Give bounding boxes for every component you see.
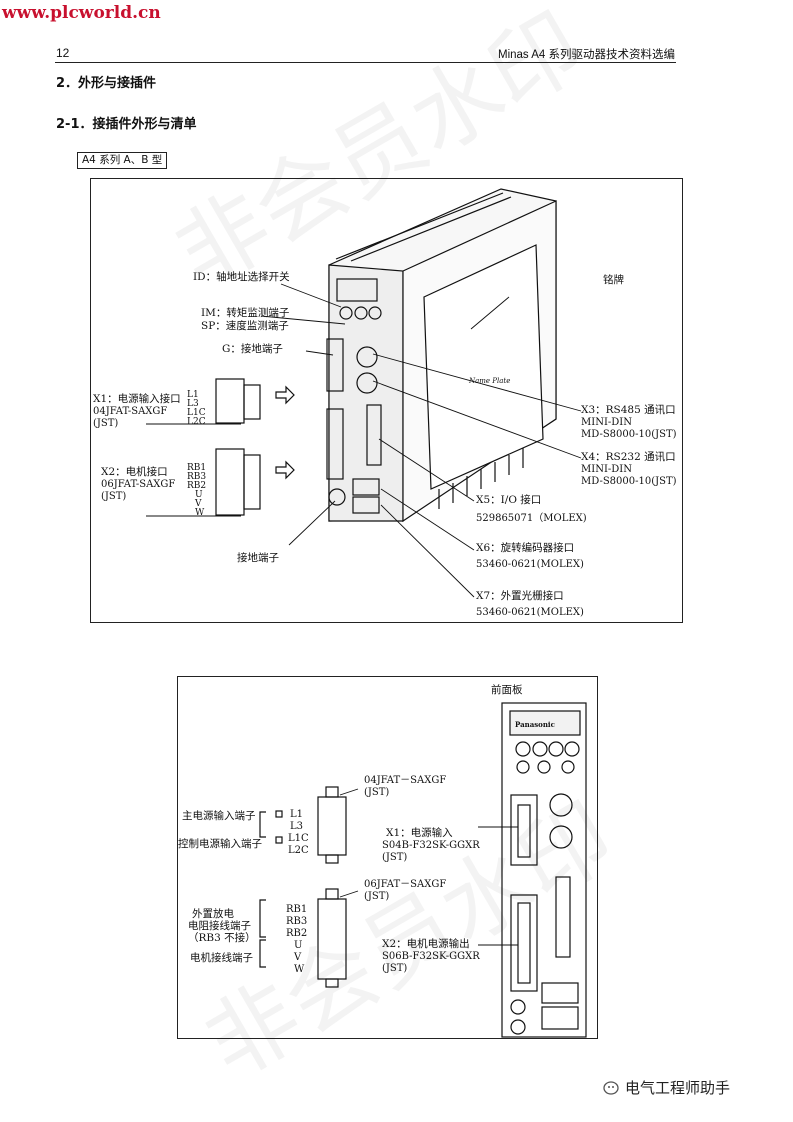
label-ground: 接地端子 <box>237 551 279 564</box>
label-motor: 电机接线端子 <box>190 951 253 964</box>
wechat-icon <box>603 1081 619 1095</box>
drive-overview-drawing: ID：轴地址选择开关 IM：转矩监测端子 SP：速度监测端子 G：接地端子 X1… <box>93 188 677 618</box>
figure-front-panel: 前面板 Panasonic 04JFAT－SAXGF (JST) 主电源输入端子… <box>177 676 598 1039</box>
label-x4-model: MD-S8000-10(JST) <box>581 476 677 487</box>
series-tag: A4 系列 A、B 型 <box>77 152 168 169</box>
label-x2-jst: (JST) <box>101 491 126 502</box>
label-im: IM：转矩监测端子 <box>201 306 289 319</box>
label-x3: X3：RS485 通讯口 <box>581 403 676 416</box>
x2-pin-4: U <box>195 490 203 500</box>
x2-pin-5: V <box>194 499 202 509</box>
c1-pin-4: L2C <box>288 845 309 856</box>
c2-pin-6: W <box>294 964 305 975</box>
label-x2-model: S06B-F32SK-GGXR <box>382 951 480 962</box>
site-url[interactable]: www.plcworld.cn <box>2 3 161 23</box>
label-nameplate: 铭牌 <box>603 273 624 286</box>
front-panel-body <box>501 702 587 1038</box>
label-c2-jst: (JST) <box>364 891 389 902</box>
page-number: 12 <box>56 46 70 60</box>
label-x1-jst: (JST) <box>382 852 407 863</box>
nameplate-inner-text: Name Plate <box>468 377 510 385</box>
label-x2: X2：电机电源输出 <box>382 937 470 950</box>
c1-pin-1: L1 <box>290 809 303 820</box>
label-x3-model: MD-S8000-10(JST) <box>581 429 677 440</box>
label-x2: X2：电机接口 <box>101 465 168 478</box>
footer-brand: 电气工程师助手 <box>625 1079 731 1097</box>
label-x4: X4：RS232 通讯口 <box>581 450 676 463</box>
c2-pin-2: RB3 <box>286 916 307 927</box>
header-rule <box>55 62 676 63</box>
c2-pin-4: U <box>294 940 302 951</box>
x2-pin-2: RB3 <box>187 472 206 482</box>
label-c2-model: 06JFAT－SAXGF <box>364 879 446 890</box>
c1-pin-2: L3 <box>290 821 303 832</box>
label-x1-model: 04JFAT-SAXGF <box>93 406 167 417</box>
label-x6-model: 53460-0621(MOLEX) <box>476 559 584 570</box>
subsection-heading: 2-1．接插件外形与清单 <box>56 117 197 132</box>
label-x5-model: 529865071（MOLEX) <box>476 512 587 524</box>
label-sp: SP：速度监测端子 <box>201 319 289 332</box>
c1-pin-3: L1C <box>288 833 309 844</box>
label-x5: X5：I/O 接口 <box>476 493 541 506</box>
label-x1: X1：电源输入 <box>386 826 453 839</box>
c2-pin-5: V <box>293 952 302 963</box>
label-x2-model: 06JFAT-SAXGF <box>101 479 175 490</box>
x1-pin-2: L3 <box>187 399 199 409</box>
label-x1-jst: (JST) <box>93 418 118 429</box>
label-x1: X1：电源输入接口 <box>93 392 181 405</box>
x1-pin-1: L1 <box>187 390 199 400</box>
label-x2-jst: (JST) <box>382 963 407 974</box>
label-x4-type: MINI-DIN <box>581 464 632 475</box>
label-regen-1: 外置放电 <box>192 907 234 920</box>
label-regen-2: 电阻接线端子 <box>188 919 251 932</box>
label-main-power: 主电源输入端子 <box>182 809 256 822</box>
label-x7-model: 53460-0621(MOLEX) <box>476 607 584 618</box>
label-x1-model: S04B-F32SK-GGXR <box>382 840 480 851</box>
x2-pin-1: RB1 <box>187 463 206 473</box>
x1-pin-4: L2C <box>187 417 206 427</box>
name-plate <box>423 244 544 490</box>
front-panel-drawing: 前面板 Panasonic 04JFAT－SAXGF (JST) 主电源输入端子… <box>178 683 587 1038</box>
label-c1-jst: (JST) <box>364 787 389 798</box>
label-id: ID：轴地址选择开关 <box>193 270 290 283</box>
label-x3-type: MINI-DIN <box>581 417 632 428</box>
x2-pin-3: RB2 <box>187 481 206 491</box>
c2-pin-3: RB2 <box>286 928 307 939</box>
x1-pin-3: L1C <box>187 408 206 418</box>
c2-pin-1: RB1 <box>286 904 307 915</box>
label-x7: X7：外置光栅接口 <box>476 589 564 602</box>
figure-drive-overview: ID：轴地址选择开关 IM：转矩监测端子 SP：速度监测端子 G：接地端子 X1… <box>90 178 683 623</box>
label-x6: X6：旋转编码器接口 <box>476 541 574 554</box>
section-heading: 2．外形与接插件 <box>56 76 157 91</box>
running-title: Minas A4 系列驱动器技术资料选编 <box>498 49 675 61</box>
x2-pin-6: W <box>195 508 205 518</box>
label-g: G：接地端子 <box>222 342 283 355</box>
label-front-panel: 前面板 <box>491 683 523 696</box>
brand-logo: Panasonic <box>515 720 555 729</box>
label-regen-3: （RB3 不接） <box>188 931 256 944</box>
label-c1-model: 04JFAT－SAXGF <box>364 775 446 786</box>
label-control-power: 控制电源输入端子 <box>178 837 262 850</box>
